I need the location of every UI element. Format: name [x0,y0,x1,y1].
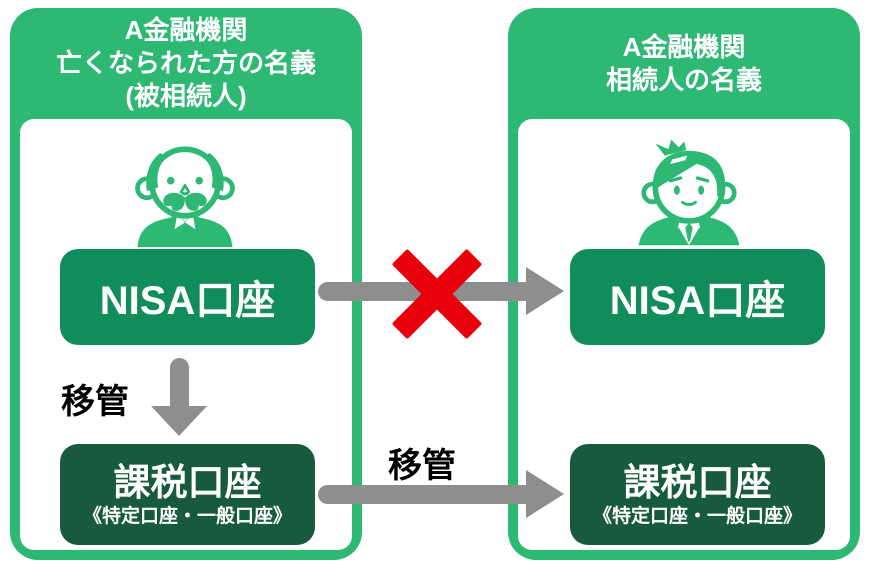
header-line: 亡くなられた方の名義 [55,48,316,78]
taxable-account-title: 課税口座 [113,461,262,503]
red-cross-icon [391,248,483,340]
nisa-account-label: NISA口座 [99,279,276,323]
nisa-account-label: NISA口座 [609,279,786,323]
taxable-account-box-heir: 課税口座 《特定口座・一般口座》 [570,444,825,545]
panel-heir-header: A金融機関 相続人の名義 [508,8,860,119]
transfer-label: 移管 [388,447,456,485]
taxable-account-box-deceased: 課税口座 《特定口座・一般口座》 [60,444,315,545]
header-line: A金融機関 [124,15,248,45]
nisa-transfer-arrow-head-icon [526,267,564,315]
transfer-label: 移管 [61,383,129,421]
taxable-account-title: 課税口座 [623,461,772,503]
panel-deceased-header: A金融機関 亡くなられた方の名義 (被相続人) [10,8,362,119]
down-arrow-head-icon [151,406,207,436]
header-line: 相続人の名義 [605,64,762,95]
taxable-transfer-arrow-head-icon [526,470,564,518]
elderly-man-icon [128,137,242,249]
down-arrow-icon [170,358,189,408]
header-line: (被相続人) [125,81,247,111]
taxable-account-subtitle: 《特定口座・一般口座》 [82,505,292,527]
nisa-account-box-heir: NISA口座 [570,249,825,345]
nisa-account-box-deceased: NISA口座 [60,249,315,345]
young-man-icon [633,136,745,248]
header-line: A金融機関 [622,31,746,62]
taxable-transfer-arrow-icon [318,485,528,504]
taxable-account-subtitle: 《特定口座・一般口座》 [592,505,802,527]
